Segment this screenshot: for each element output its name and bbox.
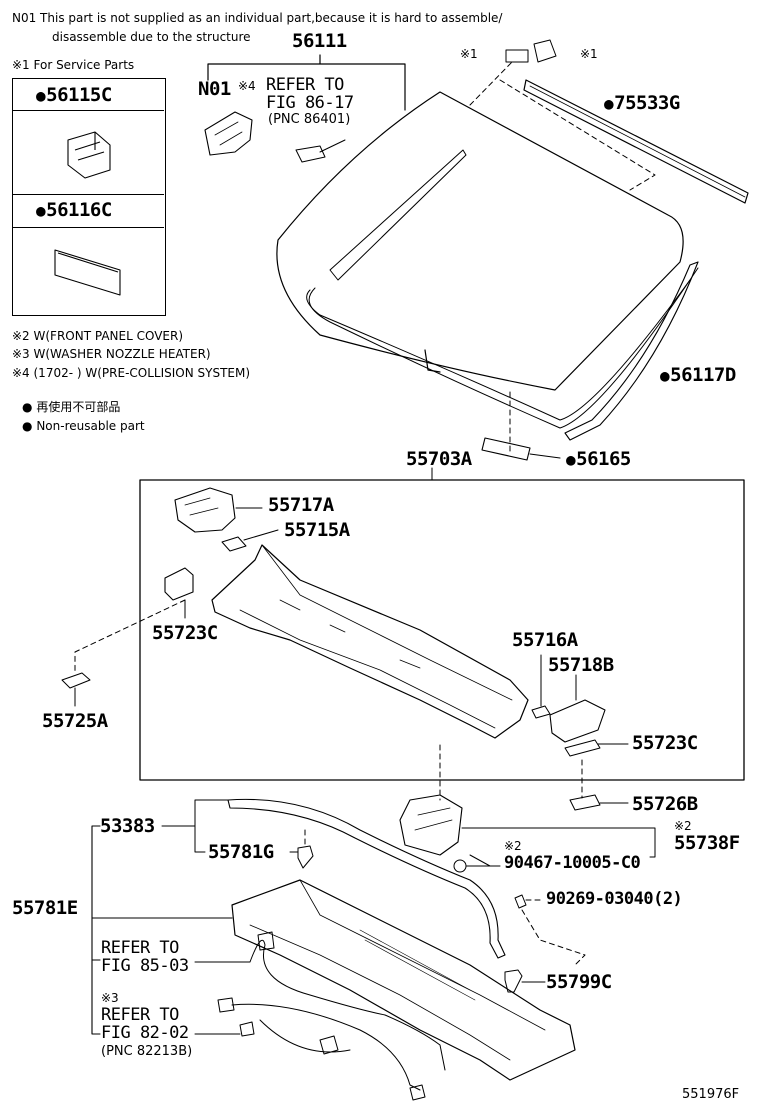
part-55716a	[531, 705, 551, 719]
part-90269	[514, 894, 527, 909]
bracket-55781e	[91, 825, 233, 1035]
clip-left	[505, 49, 529, 63]
part-55781g	[297, 845, 314, 869]
drawing-number: 551976F	[682, 1087, 740, 1102]
label-56116c: 56116C	[36, 201, 112, 220]
clip-right	[533, 39, 557, 63]
label-55725a: 55725A	[42, 710, 108, 732]
service-parts-box	[12, 78, 166, 316]
label-55726b: 55726B	[632, 793, 698, 815]
part-55723c-left	[164, 567, 194, 601]
label-fig85: FIG 85-03	[101, 956, 189, 976]
label-pnc82: (PNC 82213B)	[101, 1044, 193, 1059]
washer-hose	[194, 939, 446, 1071]
windshield-bottom-edge2	[308, 267, 699, 429]
note-n01-line1: N01 This part is not supplied as an indi…	[12, 11, 503, 25]
part-53383	[227, 798, 506, 959]
moulding-75533g	[523, 79, 749, 204]
label-mark1b: ※1	[580, 47, 598, 61]
part-55723c-right	[564, 739, 601, 757]
note-3: ※3 W(WASHER NOZZLE HEATER)	[12, 347, 211, 361]
part-55718b	[549, 699, 606, 743]
label-refer-to-1: REFER TO	[266, 75, 344, 95]
label-pnc86: (PNC 86401)	[268, 112, 351, 127]
label-mark1a: ※1	[460, 47, 478, 61]
part-precollision	[295, 139, 346, 163]
legend-en-text: Non-reusable part	[36, 419, 145, 433]
leader-56111	[207, 54, 406, 111]
note-service-parts: ※1 For Service Parts	[12, 58, 135, 72]
label-55715a: 55715A	[284, 519, 350, 541]
label-fig82: FIG 82-02	[101, 1023, 189, 1043]
part-55717a	[174, 487, 236, 533]
service-row-1-header	[12, 78, 164, 111]
label-56165: 56165	[566, 450, 631, 469]
legend-en: ● Non-reusable part	[22, 420, 145, 432]
label-refer-to-2: REFER TO	[101, 938, 179, 958]
service-row-2-header-top	[12, 194, 164, 228]
label-55723c-left: 55723C	[152, 622, 218, 644]
note-n01-line2: disassemble due to the structure	[52, 30, 251, 44]
label-90269: 90269-03040(2)	[546, 889, 683, 909]
leader-clip	[469, 61, 656, 191]
label-fig86: FIG 86-17	[266, 93, 354, 113]
mirror-mount	[424, 349, 441, 373]
label-90467: 90467-10005-C0	[504, 853, 641, 873]
part-55715a	[221, 536, 247, 552]
label-55717a: 55717A	[268, 494, 334, 516]
part-55738f	[399, 794, 463, 856]
dot-icon: ●	[22, 419, 33, 433]
label-56117d: 56117D	[660, 366, 736, 385]
label-56111: 56111	[292, 30, 347, 52]
strip-56116c-icon	[54, 249, 121, 296]
label-mark2a: ※2	[504, 839, 522, 853]
label-n01: N01	[198, 78, 231, 100]
note-4: ※4 (1702- ) W(PRE-COLLISION SYSTEM)	[12, 366, 251, 380]
label-refer-to-3: REFER TO	[101, 1005, 179, 1025]
label-75533g: 75533G	[604, 94, 680, 113]
leader-55725a	[74, 599, 186, 673]
legend-jp: ● 再使用不可部品	[22, 401, 120, 413]
box-55703a	[139, 479, 745, 781]
part-n01	[204, 111, 253, 156]
legend-jp-text: 再使用不可部品	[36, 400, 121, 414]
label-55703a: 55703A	[406, 448, 472, 470]
moulding-56117d	[564, 261, 699, 441]
label-55738f: 55738F	[674, 832, 740, 854]
label-55781g: 55781G	[208, 841, 274, 863]
label-55723c-right: 55723C	[632, 732, 698, 754]
part-55799c	[504, 969, 523, 993]
dot-icon: ●	[22, 400, 33, 414]
label-mark3: ※3	[101, 991, 119, 1005]
note-2: ※2 W(FRONT PANEL COVER)	[12, 329, 184, 343]
label-mark2b: ※2	[674, 819, 692, 833]
cowl-lower	[231, 879, 576, 1081]
part-56165	[481, 437, 531, 461]
clip-56115c-icon	[67, 131, 111, 179]
label-mark4: ※4	[238, 79, 256, 93]
label-53383: 53383	[100, 815, 155, 837]
windshield-outline	[276, 91, 684, 391]
label-55799c: 55799C	[546, 971, 612, 993]
cowl-panel	[211, 544, 529, 739]
windshield-inner	[329, 149, 467, 281]
label-55781e: 55781E	[12, 897, 78, 919]
label-55718b: 55718B	[548, 654, 614, 676]
part-55725a	[61, 672, 91, 689]
wire-harness	[194, 997, 426, 1101]
label-55716a: 55716A	[512, 629, 578, 651]
part-55726b	[569, 794, 601, 811]
label-56115c: 56115C	[36, 86, 112, 105]
